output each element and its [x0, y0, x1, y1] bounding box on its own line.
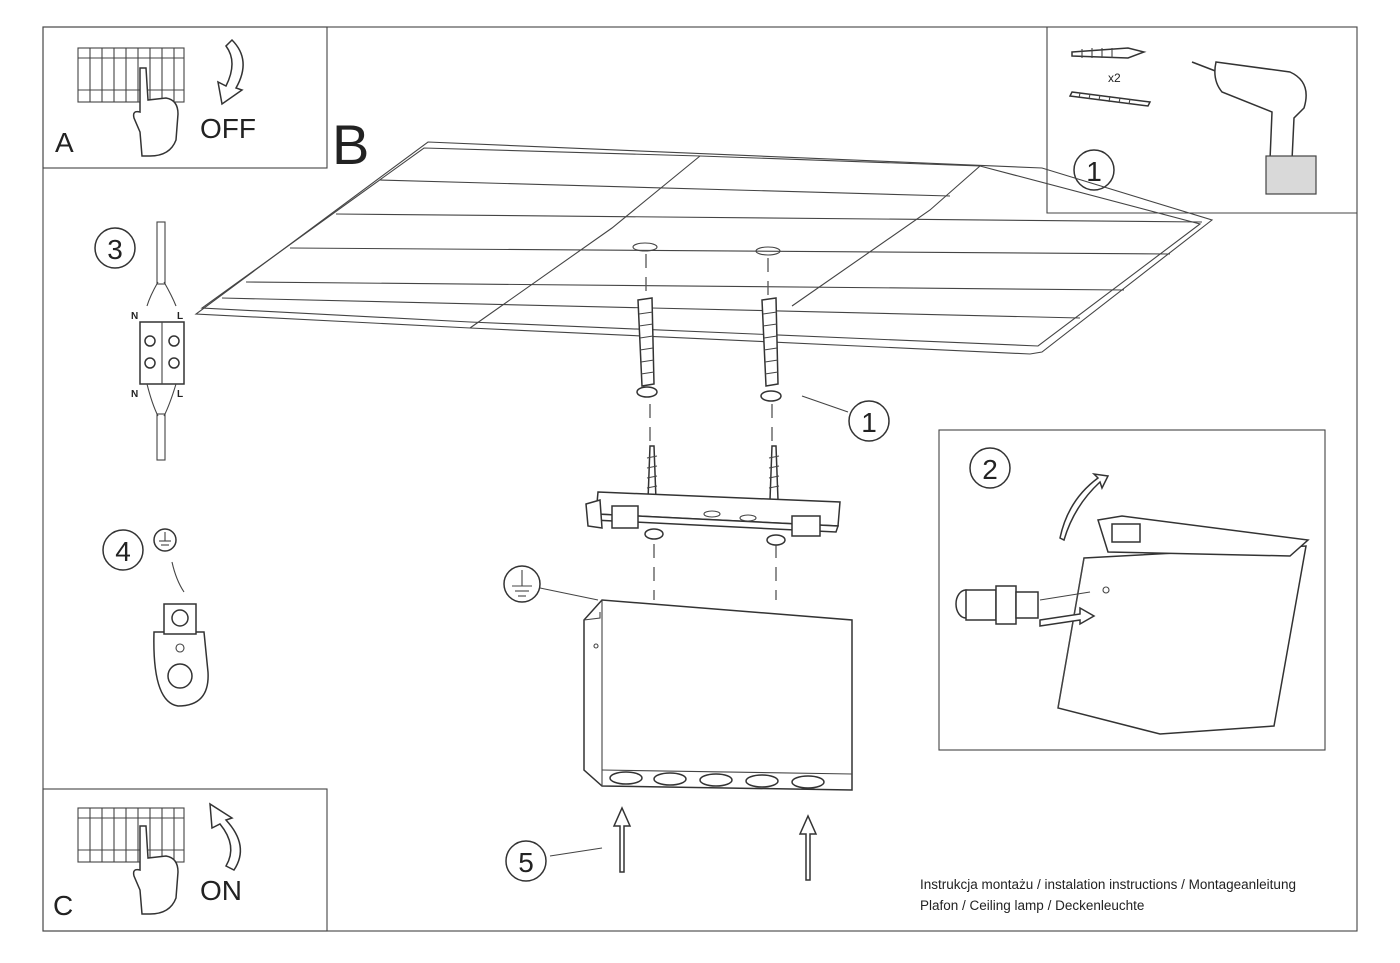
- footer-line-2: Plafon / Ceiling lamp / Deckenleuchte: [920, 898, 1144, 913]
- wiring-neutral-bottom: N: [131, 389, 138, 400]
- panel-a-letter: A: [55, 127, 74, 158]
- ground-icon: [153, 528, 177, 552]
- wall-plug-icon: [1071, 47, 1147, 59]
- ground-step-circle: [102, 529, 144, 571]
- panel-c-frame: [42, 788, 328, 932]
- install-step-number: 5: [518, 847, 534, 878]
- ground-connection: 4: [102, 528, 209, 707]
- connector-step-circle: [969, 447, 1011, 489]
- tools-panel: x2 1: [1046, 27, 1357, 214]
- rotate-arrow-icon: [1059, 472, 1110, 542]
- anchor-step-number: 1: [861, 407, 877, 438]
- screw-right: [768, 445, 780, 501]
- alignment-guides: [645, 254, 777, 600]
- connector-panel: 2: [938, 429, 1326, 751]
- outer-frame: [42, 26, 1358, 932]
- anchor-step-circle: [848, 400, 890, 442]
- screw-left: [646, 445, 658, 501]
- hand-icon: [132, 67, 179, 157]
- panel-c-letter: C: [53, 890, 73, 921]
- breaker-box-icon: [77, 807, 185, 863]
- tools-step-number: 1: [1086, 156, 1102, 187]
- wiring-live-bottom: L: [177, 389, 183, 400]
- switch-off-arrow-icon: [216, 38, 244, 106]
- push-up-arrow-icon: [612, 806, 632, 873]
- tools-step-circle: [1073, 149, 1115, 191]
- anchor-leader-line: [801, 395, 849, 413]
- ceiling-lamp-body: [583, 599, 853, 791]
- push-up-arrow-icon: [798, 814, 818, 881]
- wall-plug-right: [760, 297, 782, 402]
- ground-step-number: 4: [115, 536, 131, 567]
- wiring-step-number: 3: [107, 234, 123, 265]
- footer-line-1: Instrukcja montażu / instalation instruc…: [920, 877, 1296, 892]
- install-leader-line: [549, 847, 603, 857]
- panel-a-caption: OFF: [200, 113, 256, 144]
- screw-icon: [1068, 91, 1152, 107]
- panel-a-frame: [42, 26, 328, 169]
- panel-c-power-on: ON C: [42, 788, 328, 932]
- anchor-quantity: x2: [1108, 71, 1121, 85]
- main-label: B: [332, 113, 369, 176]
- wiring-neutral-top: N: [131, 311, 138, 322]
- panel-a-power-off: OFF A: [42, 26, 328, 169]
- wiring-diagram: 3 N L N L: [94, 221, 185, 461]
- connector-step-number: 2: [982, 454, 998, 485]
- hand-icon: [132, 825, 179, 915]
- cable-connector-icon: [955, 585, 1039, 625]
- wiring-live-top: L: [177, 311, 183, 322]
- connector-panel-frame: [938, 429, 1326, 751]
- drill-icon: [1191, 61, 1317, 195]
- ground-icon: [503, 565, 599, 603]
- mounting-bracket: [585, 491, 841, 546]
- panel-c-caption: ON: [200, 875, 242, 906]
- wiring-step-circle: [94, 227, 136, 269]
- breaker-box-icon: [77, 47, 185, 103]
- install-step-circle: [505, 840, 547, 882]
- switch-on-arrow-icon: [209, 802, 242, 871]
- wall-plug-left: [636, 297, 658, 398]
